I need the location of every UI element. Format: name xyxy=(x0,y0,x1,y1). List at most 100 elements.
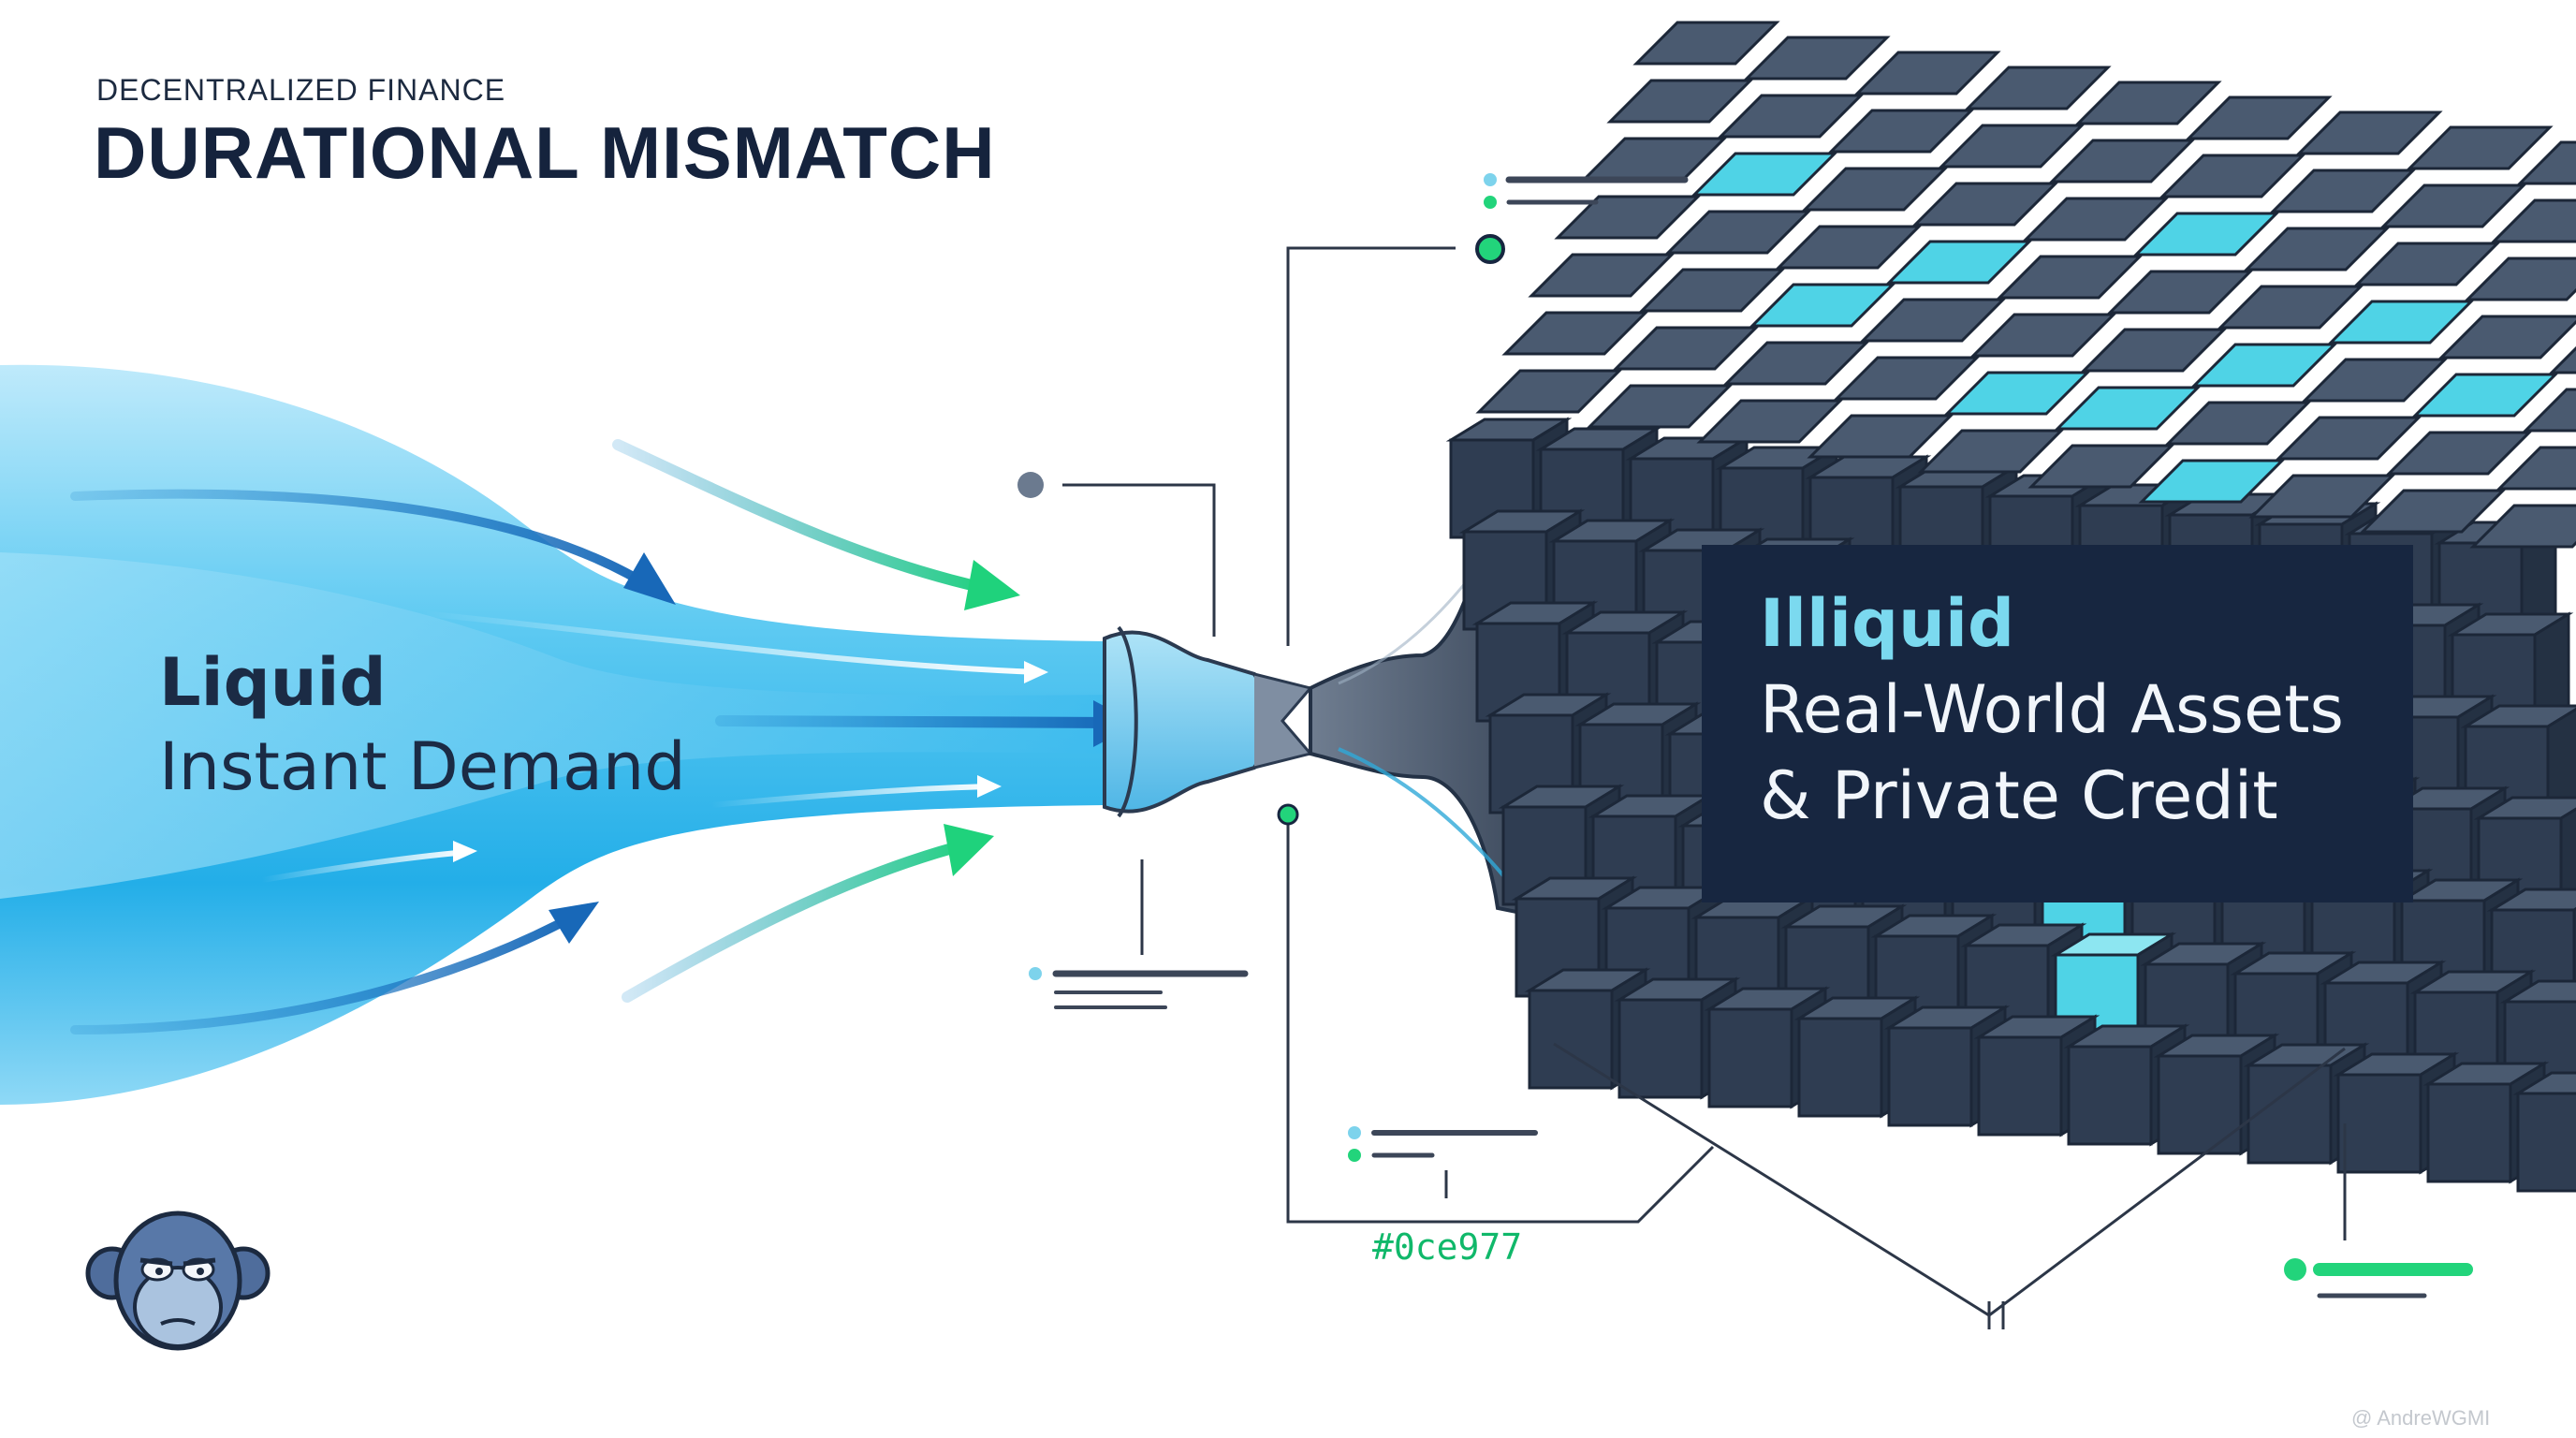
asset-cube-top xyxy=(1938,124,2086,169)
asset-cube-top xyxy=(1807,414,1954,459)
asset-cube-top xyxy=(1996,255,2144,300)
asset-cube-top xyxy=(2185,95,2333,140)
asset-cube-top xyxy=(2411,373,2559,418)
node-dot-green-large xyxy=(1475,234,1505,264)
asset-cube-top xyxy=(1749,283,1896,328)
callout-dots xyxy=(1017,173,2306,1281)
flow-arrows xyxy=(70,439,1120,1034)
arrow-white-low xyxy=(259,849,471,883)
asset-cube-top xyxy=(2027,444,2175,489)
asset-cube-top xyxy=(2327,300,2475,345)
asset-cube-top xyxy=(1554,195,1702,240)
asset-cube-top xyxy=(1917,429,2065,474)
node-dot-green-small xyxy=(1277,803,1299,826)
asset-cube-top xyxy=(2295,110,2443,155)
asset-cube-top xyxy=(2353,242,2501,286)
bottleneck-ring xyxy=(1117,625,1138,818)
asset-cube-top xyxy=(2159,154,2306,198)
arrow-blue-top xyxy=(70,489,660,594)
liquid-subheading: Instant Demand xyxy=(159,728,686,805)
asset-cube-top xyxy=(1885,240,2033,285)
asset-cube-top xyxy=(1580,137,1728,182)
page-title: DURATIONAL MISMATCH xyxy=(94,111,996,194)
asset-cube-top xyxy=(1586,384,1734,429)
asset-cube-top xyxy=(2437,315,2576,360)
asset-cube-top xyxy=(1853,51,2001,95)
asset-cube-top xyxy=(1833,356,1981,401)
asset-cube-top xyxy=(2522,388,2576,433)
asset-cube-top xyxy=(2490,198,2576,243)
hex-code-label: #0ce977 xyxy=(1372,1226,1523,1268)
arrow-white-mid xyxy=(709,784,995,808)
illiquid-line-2: & Private Credit xyxy=(1760,757,2278,834)
asset-cube-top xyxy=(1969,313,2117,358)
asset-cube-top xyxy=(1964,66,2112,110)
illiquid-heading: Illiquid xyxy=(1760,585,2015,662)
author-credit: @ AndreWGMI xyxy=(2351,1406,2491,1430)
asset-cube-top xyxy=(1722,341,1870,386)
illiquid-line-1: Real-World Assets xyxy=(1760,671,2344,748)
asset-cube-top xyxy=(2275,416,2422,461)
arrow-blue-center xyxy=(715,715,1120,728)
asset-cube xyxy=(2460,704,2576,827)
asset-cube-top xyxy=(1775,225,1923,270)
liquid-label-group: Liquid Instant Demand xyxy=(159,641,686,810)
asset-cube-top xyxy=(1859,298,2007,343)
asset-cube-top xyxy=(2074,81,2222,125)
callout-lines xyxy=(1062,246,2347,1329)
asset-cube-top xyxy=(2379,183,2527,228)
asset-cube-top xyxy=(1717,94,1865,139)
asset-cube-top xyxy=(2406,125,2554,170)
liquid-heading: Liquid xyxy=(159,644,387,721)
asset-cube-top xyxy=(1501,311,1649,356)
asset-cube-top xyxy=(2164,401,2312,446)
asset-cube-top xyxy=(2022,197,2170,242)
asset-cube-top xyxy=(1943,371,2091,416)
node-dot-gray xyxy=(1017,472,1044,498)
asset-cube-top xyxy=(2248,474,2396,519)
arrow-white-top xyxy=(418,610,1042,675)
bottleneck-pinch xyxy=(1253,672,1313,770)
asset-cube-top xyxy=(1475,369,1623,414)
asset-cube-top xyxy=(2359,489,2507,534)
asset-cube-top xyxy=(2469,504,2576,549)
asset-cube-top xyxy=(1801,167,1949,212)
arrow-green-top xyxy=(612,439,998,595)
asset-cube-top xyxy=(2496,446,2576,491)
placeholder-text-lines xyxy=(1052,176,2473,1299)
asset-cube-top xyxy=(1638,268,1786,313)
asset-cube-top xyxy=(2516,140,2576,185)
asset-cube-top xyxy=(2243,227,2391,271)
asset-cube-top xyxy=(1606,79,1754,124)
asset-cube-top xyxy=(1664,210,1812,255)
asset-cube-top xyxy=(1743,36,1891,81)
asset-cube-top xyxy=(2132,212,2280,257)
eyebrow-label: DECENTRALIZED FINANCE xyxy=(96,73,506,107)
asset-cube xyxy=(2512,1071,2576,1193)
asset-cube-top xyxy=(2301,358,2449,403)
asset-cube-top xyxy=(1690,152,1838,197)
asset-cube-top xyxy=(2548,345,2576,374)
asset-cube-top xyxy=(1696,399,1844,444)
asset-cube-top xyxy=(2385,431,2533,476)
asset-cube-top xyxy=(2217,285,2364,330)
asset-cube-top xyxy=(2269,169,2417,213)
asset-cube-top xyxy=(2080,328,2228,373)
asset-cube-top xyxy=(2048,139,2196,183)
asset-cube-top xyxy=(2190,343,2338,388)
asset-cube xyxy=(1561,609,1689,733)
asset-cube-top xyxy=(1632,21,1780,66)
liquid-flow-inner-band xyxy=(0,552,1105,899)
asset-cube-top xyxy=(1528,253,1676,298)
asset-cube-top xyxy=(2106,270,2254,315)
asset-cube-top xyxy=(2464,257,2576,301)
monkey-avatar-icon xyxy=(85,1211,271,1351)
asset-cube-top xyxy=(1911,182,2059,227)
arrow-blue-bottom xyxy=(70,908,585,1034)
asset-cube-top xyxy=(2138,459,2286,504)
asset-cube-top xyxy=(2054,386,2202,431)
asset-cube-top xyxy=(1827,109,1975,154)
illiquid-label-panel: Illiquid Real-World Assets & Private Cre… xyxy=(1702,545,2413,902)
status-dot-green xyxy=(2284,1258,2306,1281)
arrow-green-bottom xyxy=(622,837,979,1003)
